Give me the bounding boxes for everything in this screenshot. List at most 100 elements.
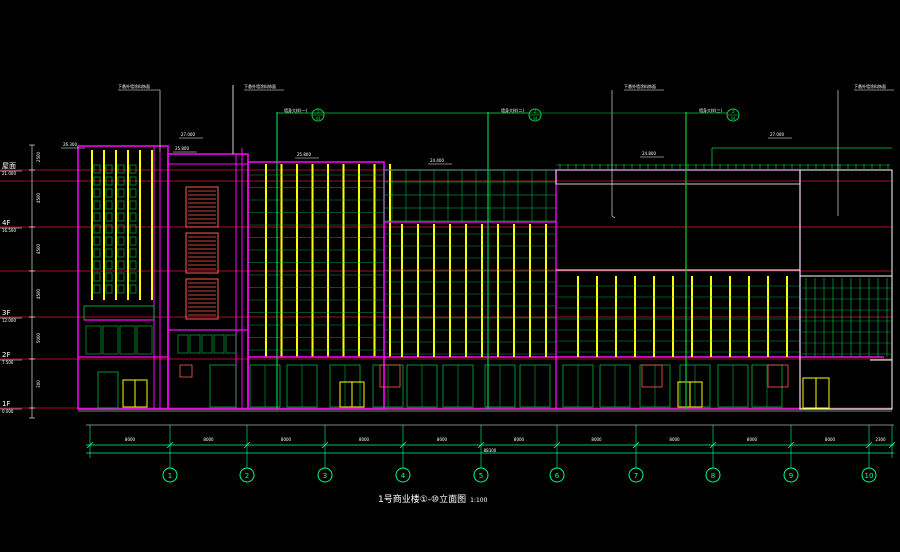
bay-dimension-text: 8000 bbox=[359, 437, 370, 442]
louver-panel bbox=[185, 278, 219, 320]
tower-window bbox=[105, 212, 113, 222]
tower-window bbox=[93, 200, 101, 210]
tower-window bbox=[105, 176, 113, 186]
tower-window bbox=[129, 224, 137, 234]
tower-window bbox=[105, 272, 113, 282]
detail-tag-number: 3 bbox=[731, 109, 734, 115]
axis-label: 6 bbox=[555, 472, 560, 480]
axis-label: 1 bbox=[168, 472, 172, 480]
tower-window bbox=[105, 164, 113, 174]
tower-window bbox=[129, 248, 137, 258]
vertical-dim-text: 300 bbox=[36, 380, 41, 388]
tower-window bbox=[117, 176, 125, 186]
axis-bubble bbox=[861, 467, 877, 483]
leader-note-text: 下悬外墙涂料饰面 bbox=[624, 83, 656, 89]
dimension-tick bbox=[477, 441, 485, 449]
overall-dimension-text: 88300 bbox=[484, 448, 497, 453]
detail-tag-number: 1 bbox=[316, 109, 319, 115]
bay-dimension-text: 8000 bbox=[514, 437, 525, 442]
tower-window bbox=[105, 188, 113, 198]
bay-dimension-text: 8000 bbox=[825, 437, 836, 442]
vertical-dim-text: 4500 bbox=[36, 288, 41, 299]
louver-tower-window bbox=[177, 334, 189, 354]
axis-label: 2 bbox=[245, 472, 249, 480]
detail-tag-label: 墙身大样(一) bbox=[284, 107, 308, 113]
bay-dimension-text: 8000 bbox=[591, 437, 602, 442]
elevation-reference-lines bbox=[0, 169, 892, 409]
axis-bubble bbox=[239, 467, 255, 483]
tower-window bbox=[117, 284, 125, 294]
axis-label: 5 bbox=[479, 472, 483, 480]
floor-elevation: 21.000 bbox=[2, 171, 16, 176]
vent-grille bbox=[179, 364, 193, 378]
tower-window bbox=[129, 236, 137, 246]
bay-dimension-text: 8000 bbox=[669, 437, 680, 442]
dimension-tick bbox=[709, 441, 717, 449]
detail-tag-sheet: 44 bbox=[532, 116, 538, 121]
tower-window bbox=[129, 212, 137, 222]
drawing-scale: 1:100 bbox=[470, 497, 488, 504]
top-elevation-mark: 25.800 bbox=[297, 152, 311, 157]
leader-note-text: 下悬外墙涂料饰面 bbox=[118, 83, 150, 89]
bay-dimension-text: 8000 bbox=[203, 437, 214, 442]
tower-window bbox=[129, 164, 137, 174]
louver-tower-window bbox=[201, 334, 213, 354]
louver-panel bbox=[185, 186, 219, 228]
tower-window bbox=[93, 176, 101, 186]
leader-note-text: 下悬外墙涂料饰面 bbox=[854, 83, 886, 89]
louver-tower-window bbox=[213, 334, 225, 354]
tower-window bbox=[117, 260, 125, 270]
tower-lower-window bbox=[85, 325, 102, 355]
tower-lower-window bbox=[119, 325, 136, 355]
bay-dimension-text: 8000 bbox=[125, 437, 136, 442]
top-elevation-mark: 26.300 bbox=[63, 142, 77, 147]
vertical-dim-text: 4500 bbox=[36, 192, 41, 203]
detail-tag-sheet: 44 bbox=[730, 116, 736, 121]
tower-window bbox=[117, 200, 125, 210]
floor-elevation: 16.500 bbox=[2, 228, 16, 233]
tower-window bbox=[93, 260, 101, 270]
tower-window bbox=[93, 236, 101, 246]
tower-window bbox=[129, 188, 137, 198]
building-elevation bbox=[77, 85, 893, 412]
tower-window bbox=[117, 236, 125, 246]
floor-name: 屋面 bbox=[2, 162, 16, 170]
bay-dimension-text: 2300 bbox=[875, 437, 886, 442]
floor-name: 4F bbox=[2, 219, 10, 227]
tower-window bbox=[93, 212, 101, 222]
axis-bubble bbox=[549, 467, 565, 483]
dimension-tick bbox=[865, 441, 873, 449]
top-elevation-mark: 24.800 bbox=[642, 151, 656, 156]
axis-bubble bbox=[705, 467, 721, 483]
tower-window bbox=[117, 272, 125, 282]
vent-grille bbox=[767, 364, 789, 388]
vent-grille bbox=[379, 364, 401, 388]
tower-window bbox=[93, 248, 101, 258]
tower-window bbox=[105, 248, 113, 258]
tower-window bbox=[93, 284, 101, 294]
tower-window bbox=[93, 164, 101, 174]
top-elevation-mark: 25.800 bbox=[175, 146, 189, 151]
vent-grille bbox=[641, 364, 663, 388]
bay-dimension-text: 8000 bbox=[747, 437, 758, 442]
floor-elevation: 7.500 bbox=[2, 360, 14, 365]
leader-arrow bbox=[611, 215, 616, 219]
tower-window bbox=[117, 212, 125, 222]
drawing-title: 1号商业楼①-⑩立面图 bbox=[378, 495, 467, 505]
tower-window bbox=[117, 248, 125, 258]
dimension-tick bbox=[553, 441, 561, 449]
axis-bubble bbox=[317, 467, 333, 483]
axis-bubble bbox=[162, 467, 178, 483]
top-elevation-mark: 24.400 bbox=[430, 158, 444, 163]
floor-elevation: 0.000 bbox=[2, 409, 14, 414]
dimension-tick bbox=[399, 441, 407, 449]
tower-window bbox=[93, 188, 101, 198]
detail-tag-sheet: 44 bbox=[315, 116, 321, 121]
top-elevation-mark: 27.000 bbox=[181, 132, 195, 137]
tower-window bbox=[129, 272, 137, 282]
detail-tag-label: 墙身大样(三) bbox=[699, 107, 723, 113]
tower-window bbox=[105, 224, 113, 234]
